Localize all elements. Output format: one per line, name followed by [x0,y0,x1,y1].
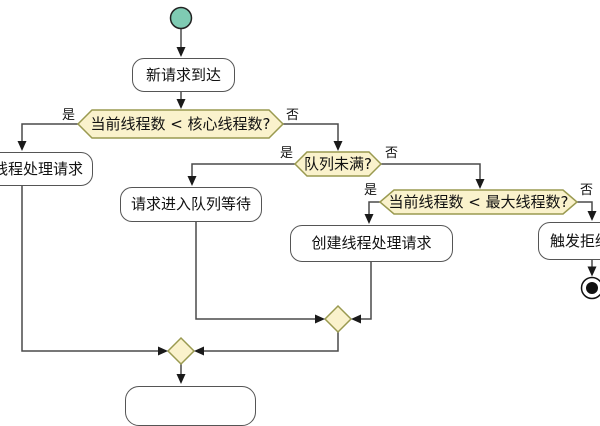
branch-label-queue-no: 否 [385,147,398,160]
arrowhead [188,176,197,186]
activity-create-thread: 创建线程处理请求 [290,225,453,262]
arrowhead [351,315,361,324]
activity-trigger-reject-label: 触发拒绝 [550,234,600,249]
branch-label-max-yes: 是 [364,184,377,197]
edge-max-no [577,202,592,212]
edge-queue-yes [192,164,295,177]
edge-merge1-to-merge2 [204,332,338,351]
decision-queue-shape [295,152,381,176]
activity-thread-handle-request: 线程处理请求 [0,152,93,186]
activity-enqueue-request-label: 请求进入队列等待 [131,197,251,212]
arrowhead [18,141,27,151]
activity-create-thread-label: 创建线程处理请求 [311,236,431,251]
diagram-canvas [0,0,600,400]
branch-label-max-no: 否 [580,184,593,197]
merge-diamond-left [168,338,194,364]
decision-core-shape [78,110,283,138]
activity-new-request-label: 新请求到达 [146,68,221,83]
edge-core-yes [22,124,78,142]
arrowhead [177,47,186,57]
start-node [171,8,192,29]
edge-create-to-merge1 [361,262,371,319]
arrowhead [315,315,325,324]
edge-queue-no [381,164,480,180]
activity-thread-handle-request-label: 线程处理请求 [0,162,83,177]
arrowhead [158,347,168,356]
edge-core-no [283,124,338,142]
arrowhead [177,374,186,384]
arrowhead [588,211,597,221]
branch-label-core-no: 否 [286,109,299,122]
activity-bottom-partial [125,386,256,426]
arrowhead [334,141,343,151]
merge-diamond-right [325,306,351,332]
activity-enqueue-request: 请求进入队列等待 [120,187,262,222]
arrowhead [476,179,485,189]
arrowhead [177,99,186,109]
activity-trigger-reject: 触发拒绝 [538,222,600,260]
edge-max-yes [369,202,380,215]
arrowhead [588,267,597,277]
activity-diagram: 新请求到达 线程处理请求 请求进入队列等待 创建线程处理请求 触发拒绝 当前线程… [0,0,600,400]
decision-max-shape [380,190,577,214]
activity-new-request: 新请求到达 [132,58,235,92]
end-node-dot [586,282,598,294]
branch-label-queue-yes: 是 [280,147,293,160]
branch-label-core-yes: 是 [62,109,75,122]
arrowhead [365,214,374,224]
arrowhead [194,347,204,356]
